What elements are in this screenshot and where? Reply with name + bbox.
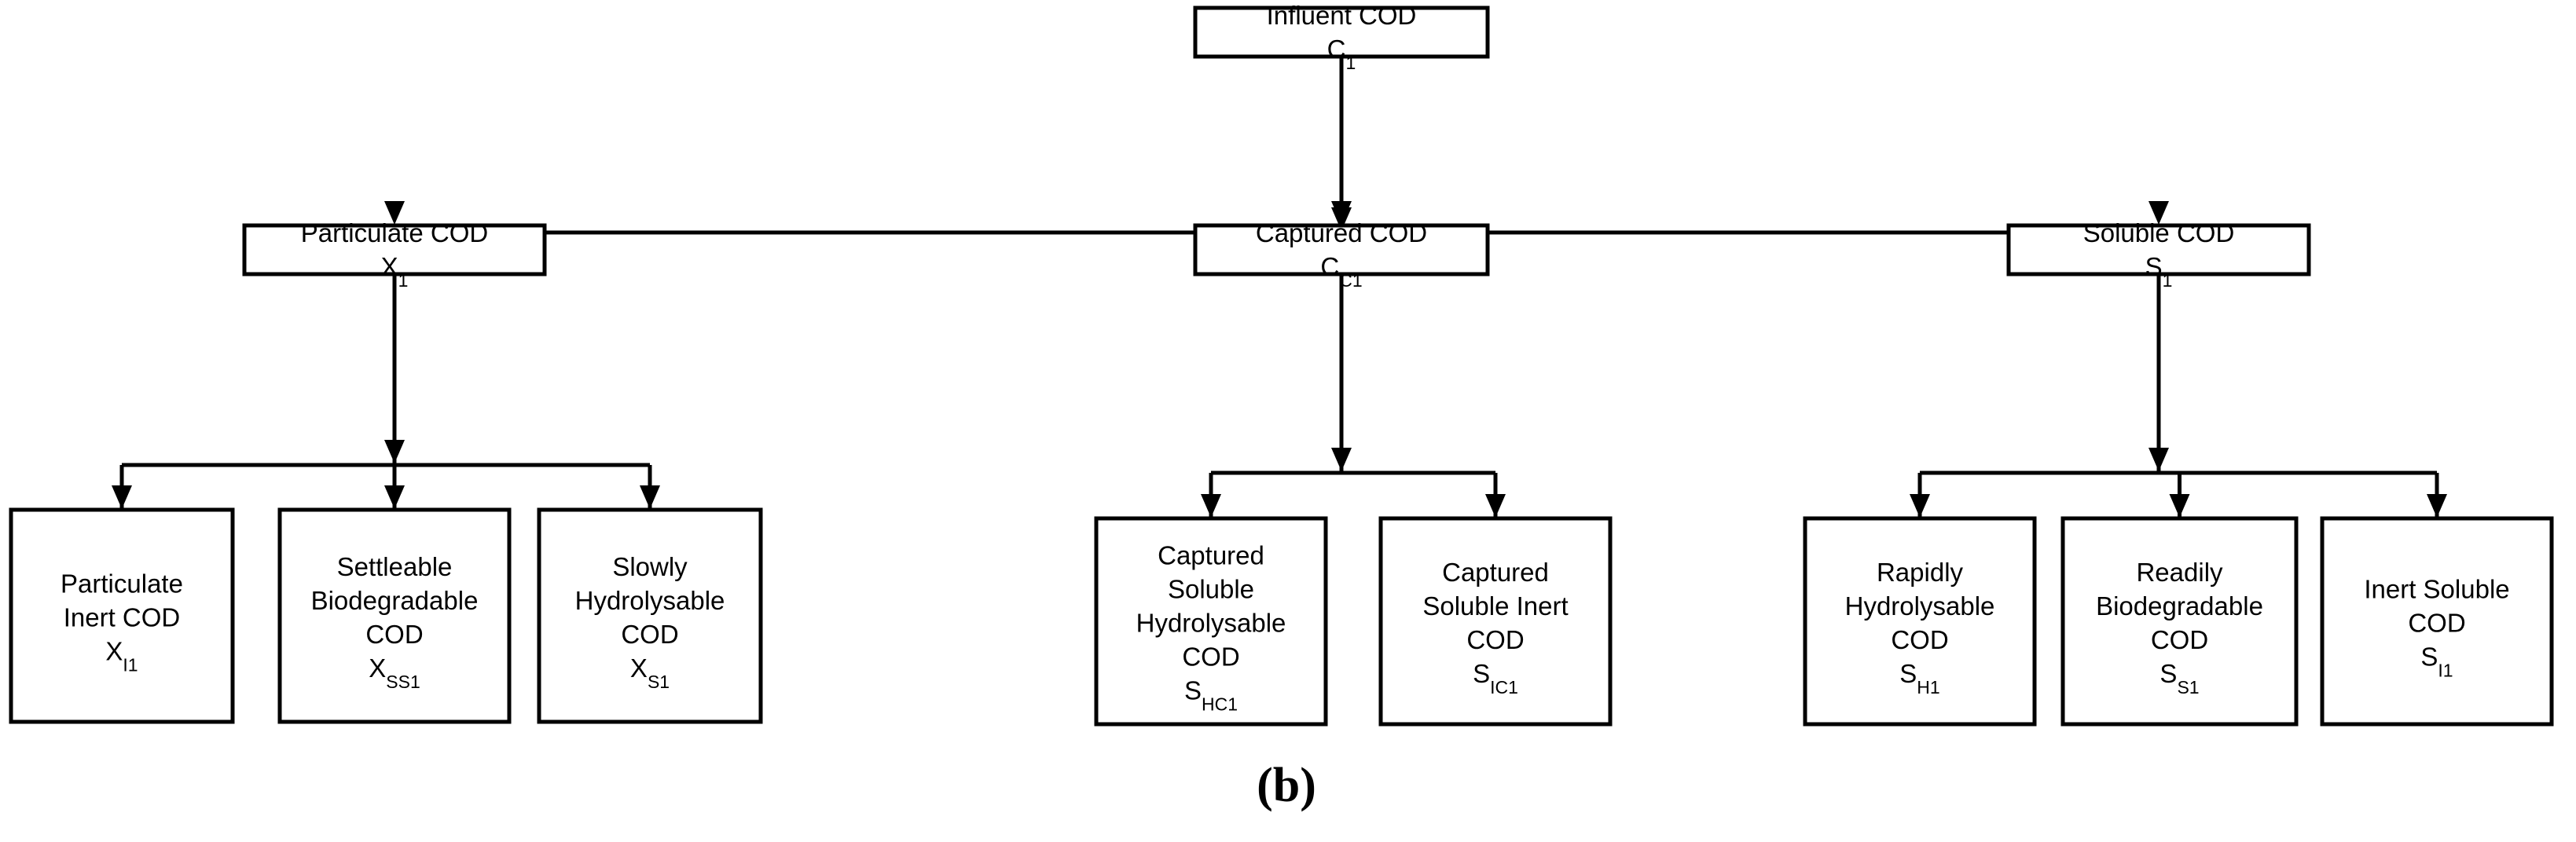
node-label-rapidly-hydrolysable-cod: COD xyxy=(1891,625,1948,654)
node-label-readily-biodegradable-cod: Readily xyxy=(2136,558,2223,587)
node-label-readily-biodegradable-cod: COD xyxy=(2151,625,2208,654)
node-label-influent-cod: Influent COD xyxy=(1267,1,1417,30)
node-symbol-settleable-biodegradable-cod: XSS1 xyxy=(369,653,420,692)
node-label-slowly-hydrolysable-cod: COD xyxy=(621,620,678,649)
node-symbol-captured-soluble-inert-cod: SIC1 xyxy=(1473,659,1518,697)
node-label-settleable-biodegradable-cod: Settleable xyxy=(337,552,453,581)
node-box-particulate-cod xyxy=(242,223,547,276)
node-box-readily-biodegradable-cod xyxy=(2060,516,2299,727)
node-label-captured-soluble-hydrolysable-cod: Captured xyxy=(1158,541,1264,570)
node-box-particulate-inert-cod xyxy=(9,507,235,724)
node-box-influent-cod xyxy=(1193,5,1490,59)
node-label-settleable-biodegradable-cod: Biodegradable xyxy=(311,586,479,615)
node-label-slowly-hydrolysable-cod: Slowly xyxy=(612,552,688,581)
node-label-captured-soluble-hydrolysable-cod: Hydrolysable xyxy=(1136,609,1286,638)
node-box-captured-cod xyxy=(1193,223,1490,276)
arrow-to-readily-biodegradable-cod xyxy=(2169,494,2190,518)
node-symbol-influent-cod: C1 xyxy=(1327,35,1356,73)
node-symbol-particulate-inert-cod: XI1 xyxy=(105,637,138,675)
node-box-soluble-cod xyxy=(2006,223,2311,276)
connector-layer xyxy=(112,57,2447,518)
node-symbol-readily-biodegradable-cod: SS1 xyxy=(2160,659,2199,697)
node-label-inert-soluble-cod: COD xyxy=(2408,609,2465,638)
node-symbol-captured-soluble-hydrolysable-cod: SHC1 xyxy=(1184,676,1238,715)
node-symbol-inert-soluble-cod: SI1 xyxy=(2420,642,2453,681)
node-captured-cod: Captured COD CC1 xyxy=(1193,218,1490,291)
node-label-slowly-hydrolysable-cod: Hydrolysable xyxy=(575,586,725,615)
node-box-slowly-hydrolysable-cod xyxy=(537,507,763,724)
node-label-captured-cod: Captured COD xyxy=(1256,218,1427,247)
arrow-to-captured-soluble-hydrolysable-cod xyxy=(1201,494,1221,518)
arrow-to-soluble-cod xyxy=(2149,201,2169,225)
node-label-soluble-cod: Soluble COD xyxy=(2083,218,2235,247)
node-label-captured-soluble-hydrolysable-cod: COD xyxy=(1182,642,1239,672)
node-influent-cod: Influent COD C1 xyxy=(1193,1,1490,73)
arrow-to-particulate-inert-cod xyxy=(112,485,132,509)
arrow-to-inert-soluble-cod xyxy=(2427,494,2447,518)
node-symbol-particulate-cod: X1 xyxy=(381,252,409,291)
arrow-to-captured-soluble-inert-cod xyxy=(1485,494,1506,518)
node-soluble-cod: Soluble COD S1 xyxy=(2006,218,2311,291)
arrow-to-slowly-hydrolysable-cod xyxy=(640,485,660,509)
arrow-to-settleable-biodegradable-cod xyxy=(384,485,405,509)
node-box-captured-soluble-inert-cod xyxy=(1378,516,1613,727)
node-label-rapidly-hydrolysable-cod: Rapidly xyxy=(1877,558,1964,587)
node-label-inert-soluble-cod: Inert Soluble xyxy=(2364,575,2509,604)
arrow-soluble-cod-to-bus xyxy=(2149,448,2169,471)
arrow-captured-cod-to-bus xyxy=(1331,448,1352,471)
node-label-readily-biodegradable-cod: Biodegradable xyxy=(2096,591,2263,621)
node-particulate-cod: Particulate COD X1 xyxy=(242,218,547,291)
node-box-inert-soluble-cod xyxy=(2320,516,2554,727)
node-symbol-captured-cod: CC1 xyxy=(1320,252,1362,291)
node-label-captured-soluble-inert-cod: COD xyxy=(1466,625,1524,654)
node-symbol-slowly-hydrolysable-cod: XS1 xyxy=(630,653,670,692)
figure-caption: (b) xyxy=(1257,759,1316,812)
node-box-rapidly-hydrolysable-cod xyxy=(1803,516,2037,727)
node-label-particulate-inert-cod: Inert COD xyxy=(64,603,181,632)
node-symbol-soluble-cod: S1 xyxy=(2145,252,2173,291)
node-label-particulate-inert-cod: Particulate xyxy=(61,569,183,599)
node-label-rapidly-hydrolysable-cod: Hydrolysable xyxy=(1845,591,1995,621)
arrow-to-rapidly-hydrolysable-cod xyxy=(1910,494,1930,518)
arrow-to-particulate-cod xyxy=(384,201,405,225)
node-box-settleable-biodegradable-cod xyxy=(277,507,512,724)
node-symbol-rapidly-hydrolysable-cod: SH1 xyxy=(1899,659,1939,697)
node-label-particulate-cod: Particulate COD xyxy=(301,218,488,247)
node-box-captured-soluble-hydrolysable-cod xyxy=(1094,516,1328,727)
node-label-captured-soluble-inert-cod: Soluble Inert xyxy=(1422,591,1568,621)
node-label-settleable-biodegradable-cod: COD xyxy=(365,620,423,649)
arrow-to-captured-cod xyxy=(1331,201,1352,225)
node-label-captured-soluble-hydrolysable-cod: Soluble xyxy=(1168,575,1254,604)
node-label-captured-soluble-inert-cod: Captured xyxy=(1442,558,1549,587)
arrow-particulate-cod-to-bus xyxy=(384,440,405,463)
